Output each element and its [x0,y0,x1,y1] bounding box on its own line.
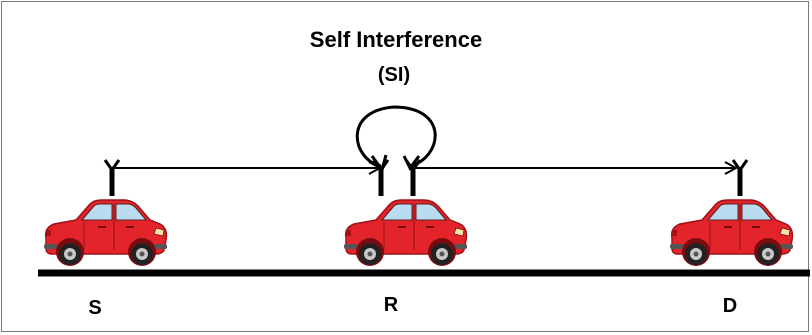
arrowhead-to-destination [724,161,739,175]
self-interference-loop [355,105,437,168]
source-antenna-icon [105,160,119,196]
relay-car-icon [343,199,468,267]
source-car-icon [43,199,168,267]
destination-antenna-icon [733,160,747,196]
node-label-destination: D [723,295,737,317]
destination-car-icon [669,199,794,267]
node-label-source: S [88,297,101,319]
diagram-title-line2: (SI) [378,64,410,86]
node-label-relay: R [384,294,399,316]
diagram-title-line1: Self Interference [310,27,482,52]
